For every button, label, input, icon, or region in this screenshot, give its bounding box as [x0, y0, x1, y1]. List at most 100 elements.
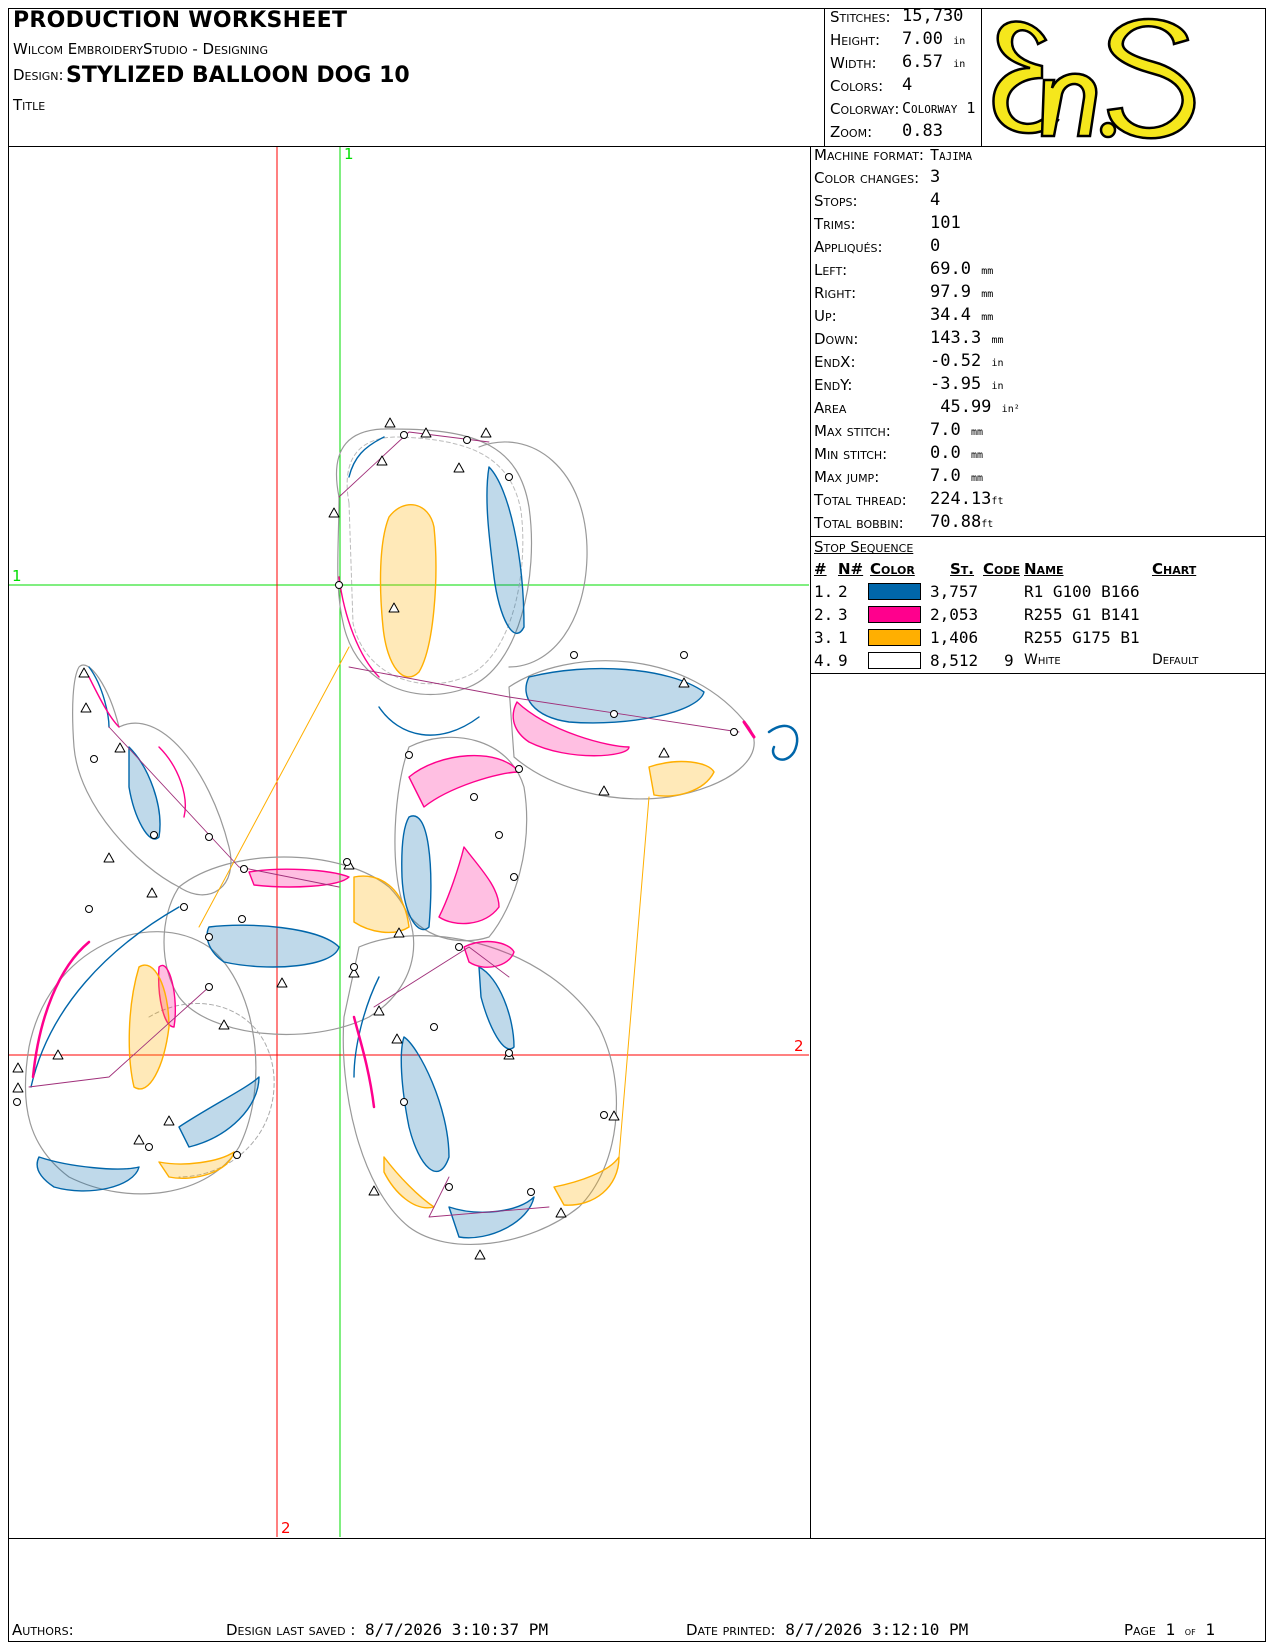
pink-stroke [352, 1015, 376, 1109]
title-label: Title [13, 96, 46, 114]
orange-fill [353, 875, 410, 934]
marker-triangle [598, 785, 610, 796]
col-name: Name [1024, 560, 1064, 578]
marker-triangle [146, 887, 158, 898]
logo-divider [981, 8, 982, 146]
col-color: Color [870, 560, 915, 578]
col-needle: N# [838, 560, 864, 578]
marker-circle [730, 728, 738, 736]
guide-label: 1 [12, 567, 22, 585]
side-panel-divider [810, 146, 811, 1538]
marker-circle [238, 915, 246, 923]
marker-circle [463, 436, 471, 444]
body-outline [163, 856, 415, 1036]
col-chart: Chart [1152, 560, 1197, 578]
guide-label: 2 [281, 1519, 291, 1537]
orange-fill [379, 504, 437, 678]
stat-down: Down:143.3 mm [814, 328, 1004, 348]
pink-stroke [31, 940, 91, 1079]
marker-circle [350, 963, 358, 971]
marker-triangle [453, 462, 465, 473]
blue-stroke [353, 976, 380, 1078]
pink-fill [157, 964, 177, 1028]
marker-triangle [12, 1082, 24, 1093]
marker-circle [570, 651, 578, 659]
neck-outline [394, 736, 528, 942]
logo-n-letter [1040, 72, 1098, 138]
balloon-dog-design [12, 417, 799, 1260]
marker-circle [405, 751, 413, 759]
summary-stitches: Stitches:15,730 [830, 6, 964, 26]
marker-triangle [368, 1185, 380, 1196]
blue-fill [206, 924, 340, 968]
marker-triangle [608, 1110, 620, 1121]
marker-triangle [391, 1033, 403, 1044]
blue-stroke [30, 906, 180, 1088]
stat-total-bobbin: Total bobbin:70.88ft [814, 512, 994, 532]
color-swatch [868, 629, 921, 646]
col-num: # [814, 560, 827, 578]
marker-circle [13, 1098, 21, 1106]
worksheet-frame [8, 8, 1266, 1642]
blue-fill [401, 815, 432, 931]
stat-machine-format: Machine format:Tajima [814, 146, 973, 164]
marker-circle [445, 1183, 453, 1191]
marker-triangle [658, 747, 670, 758]
jump-line [373, 946, 510, 1008]
marker-triangle [678, 677, 690, 688]
header-divider [8, 146, 1266, 147]
marker-triangle [474, 1249, 486, 1260]
marker-triangle [78, 667, 90, 678]
sequence-divider [810, 673, 1266, 674]
marker-triangle [388, 602, 400, 613]
stat-trims: Trims:101 [814, 213, 961, 233]
orange-fill [158, 1151, 235, 1179]
marker-circle [335, 581, 343, 589]
marker-triangle [393, 927, 405, 938]
orange-fill [128, 964, 170, 1090]
blue-fill [525, 667, 705, 724]
header-col-divider [824, 8, 825, 146]
stat-max-stitch: Max stitch:7.0 mm [814, 420, 984, 440]
marker-triangle [420, 427, 432, 438]
marker-circle [510, 873, 518, 881]
blue-fill [448, 1196, 535, 1239]
col-stitches: St. [950, 560, 975, 578]
blue-fill [36, 1156, 140, 1192]
jump-line [108, 726, 340, 888]
marker-circle [505, 473, 513, 481]
marker-circle [600, 1111, 608, 1119]
tail-outline [72, 664, 232, 896]
blue-fill [478, 966, 515, 1050]
jump-line [28, 986, 210, 1088]
summary-zoom: Zoom:0.83 [830, 121, 943, 141]
logo-dot [1099, 121, 1117, 139]
marker-triangle [384, 417, 396, 428]
stat-up: Up:34.4 mm [814, 305, 994, 325]
marker-circle [505, 1049, 513, 1057]
marker-circle [680, 651, 688, 659]
ear-balloon-outline-2 [346, 436, 524, 685]
marker-circle [495, 831, 503, 839]
footer-printed: Date printed: 8/7/2026 3:12:10 PM [686, 1620, 969, 1639]
marker-triangle [376, 455, 388, 466]
marker-circle [180, 903, 188, 911]
color-swatch [868, 583, 921, 600]
blue-fill [128, 746, 161, 840]
marker-triangle [80, 702, 92, 713]
stat-color-changes: Color changes:3 [814, 167, 941, 187]
stat-left: Left:69.0 mm [814, 259, 994, 279]
jump-line [428, 1176, 550, 1218]
jump-lines [28, 431, 740, 1218]
stitch-markers [12, 417, 738, 1260]
pink-stroke [338, 576, 380, 678]
blue-fill [400, 1036, 450, 1173]
blue-fill [178, 1076, 260, 1148]
marker-circle [205, 933, 213, 941]
footer-authors: Authors: [12, 1621, 74, 1639]
marker-triangle [328, 507, 340, 518]
marker-circle [400, 1098, 408, 1106]
marker-triangle [555, 1207, 567, 1218]
guide-label: 2 [794, 1037, 804, 1055]
marker-triangle [480, 427, 492, 438]
